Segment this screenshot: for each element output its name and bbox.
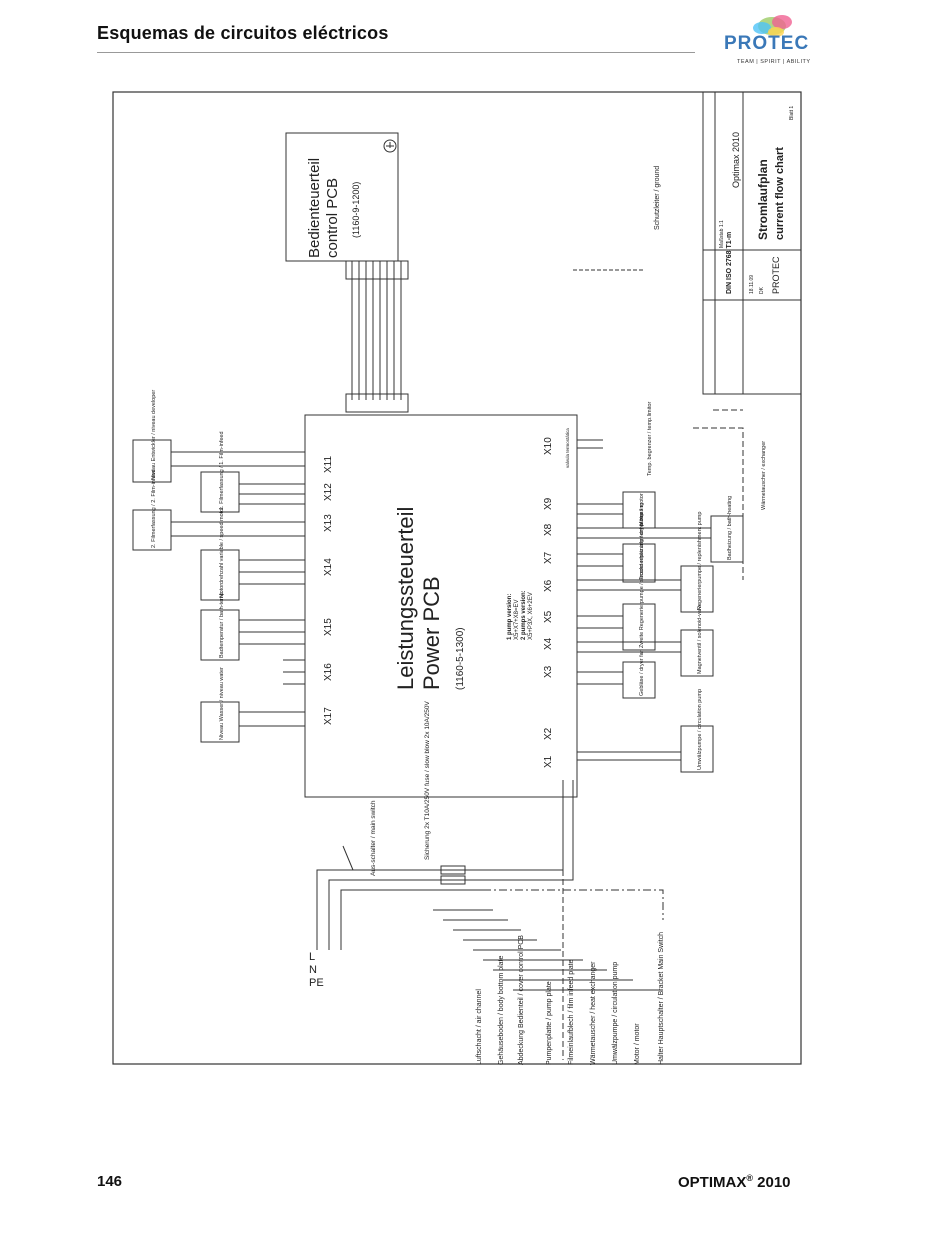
mains-wiring <box>316 780 574 950</box>
power-pcb-title-en: Power PCB <box>419 576 444 690</box>
svg-text:Temp. begrenzer / temp.limitor: Temp. begrenzer / temp.limitor <box>647 402 653 476</box>
control-pcb-part-no: (1160-9-1200) <box>351 182 361 238</box>
svg-text:Badheizung / bath-heating: Badheizung / bath-heating <box>727 496 733 560</box>
connector-x9: X9 <box>543 497 554 510</box>
control-pcb-title-de: Bedienteuerteil <box>306 158 323 258</box>
svg-text:N: N <box>309 964 317 976</box>
connector-x4: X4 <box>543 637 554 650</box>
control-pcb-connector <box>345 260 409 413</box>
drawing-title-en: current flow chart <box>774 147 786 240</box>
power-pcb: Leistungssteuerteil Power PCB (1160-5-13… <box>304 414 578 798</box>
svg-text:Filmeinlaufblech / film infeed: Filmeinlaufblech / film infeed plate <box>568 959 575 1065</box>
svg-text:Luftschacht / air channel: Luftschacht / air channel <box>476 989 483 1065</box>
svg-text:Regenerierpumpe / replenishmen: Regenerierpumpe / replenishment pump <box>697 512 703 610</box>
svg-text:Trocknerheizung / dryer heatin: Trocknerheizung / dryer heating <box>639 503 645 580</box>
svg-text:X5+X7+X8=EV: X5+X7+X8=EV <box>514 599 520 640</box>
connector-x15: X15 <box>323 618 334 636</box>
connector-x6: X6 <box>543 579 554 592</box>
connector-x14: X14 <box>323 558 334 576</box>
power-pcb-title-de: Leistungssteuerteil <box>393 507 418 690</box>
svg-text:Motordrehzahl variable / speed: Motordrehzahl variable / speed motor <box>219 507 225 598</box>
header-divider <box>97 52 695 53</box>
connector-x16: X16 <box>323 663 334 681</box>
svg-text:Badtemperatur / bath-temp.: Badtemperatur / bath-temp. <box>219 590 225 658</box>
svg-text:Abdeckung Bedienteil / cover c: Abdeckung Bedienteil / cover control PCB <box>518 935 525 1065</box>
svg-text:Wärmetauscher / exchanger: Wärmetauscher / exchanger <box>761 441 767 510</box>
date-label: 18.11.09 <box>749 275 755 294</box>
product-label: Optimax 2010 <box>731 132 741 188</box>
control-pcb: Bedienteuerteil control PCB (1160-9-1200… <box>285 132 399 262</box>
svg-text:2. Filmerfassung / 2. Film-inf: 2. Filmerfassung / 2. Film-infeed <box>151 469 157 548</box>
name-label: DK <box>759 286 765 294</box>
svg-text:PE: PE <box>309 977 324 989</box>
svg-text:Motor / motor: Motor / motor <box>634 1023 641 1065</box>
connector-x7: X7 <box>543 551 554 564</box>
circuit-diagram: Bedienteuerteil control PCB (1160-9-1200… <box>112 91 802 1065</box>
pump-version-note: 1 pump version: X5+X7+X8=EV 2 pumps vers… <box>507 590 534 640</box>
connector-x3: X3 <box>543 665 554 678</box>
connectors-top: X11 X12 X13 X14 X15 X16 X17 <box>323 456 334 725</box>
svg-text:Niveau Entwickler / niveau dev: Niveau Entwickler / niveau developer <box>151 390 157 480</box>
scale-label: Maßstab 1:1 <box>719 220 725 248</box>
page-title: Esquemas de circuitos eléctricos <box>97 23 389 43</box>
x10-label: valvula termostática <box>565 428 570 468</box>
svg-text:1 pump version:: 1 pump version: <box>507 594 513 640</box>
drawing-frame <box>112 91 802 1065</box>
svg-text:Pumpenplatte / pump plate: Pumpenplatte / pump plate <box>546 981 553 1065</box>
svg-text:Wärmetauscher / heat exchanger: Wärmetauscher / heat exchanger <box>590 961 597 1065</box>
connector-x11: X11 <box>323 456 334 473</box>
connector-x10: X10 <box>543 437 554 455</box>
svg-text:Halter Hauptschalter / Bracket: Halter Hauptschalter / Bracket Main Swit… <box>658 932 665 1065</box>
svg-text:Umwälzpumpe / circulation pump: Umwälzpumpe / circulation pump <box>612 962 619 1065</box>
svg-text:Gebläse / dryer fan: Gebläse / dryer fan <box>639 649 645 696</box>
svg-text:X5+P3X, X6+2EV: X5+P3X, X6+2EV <box>528 592 534 640</box>
actuator-labels: Umwälzpumpe / circulation pump Gebläse /… <box>639 402 767 770</box>
mains-labels: L N PE <box>309 951 324 989</box>
connector-x1: X1 <box>543 755 554 768</box>
connector-x13: X13 <box>323 514 334 532</box>
svg-text:Magnetventil / solenoid-valve: Magnetventil / solenoid-valve <box>697 603 703 674</box>
svg-text:Umwälzpumpe / circulation pump: Umwälzpumpe / circulation pump <box>697 689 703 770</box>
din-norm: DIN ISO 2768 T1-m <box>726 232 733 294</box>
logo-tagline: TEAM | SPIRIT | ABILITY <box>737 59 811 65</box>
parts-list: Luftschacht / air channel Gehäuseboden /… <box>476 932 665 1065</box>
main-switch-label: Aus-schalter / main switch <box>370 800 377 876</box>
connector-x2: X2 <box>543 727 554 740</box>
power-pcb-part-no: (1160-5-1300) <box>455 627 466 690</box>
control-pcb-title-en: control PCB <box>324 178 341 258</box>
page-number: 146 <box>97 1173 123 1190</box>
ground-label: Schutzleiter / ground <box>654 166 661 230</box>
svg-text:Motor / motor: Motor / motor <box>639 493 645 526</box>
protec-logo <box>753 15 792 37</box>
connector-x12: X12 <box>323 483 334 501</box>
svg-text:L: L <box>309 951 315 963</box>
connector-x17: X17 <box>323 707 334 725</box>
svg-text:Gehäuseboden / body bottom pla: Gehäuseboden / body bottom plate <box>498 956 505 1065</box>
svg-text:2 pumps version:: 2 pumps version: <box>521 590 527 640</box>
footer-model: OPTIMAX® 2010 <box>678 1173 791 1191</box>
title-block: Optimax 2010 Stromlaufplan current flow … <box>702 91 802 395</box>
svg-text:Niveau Wasser / niveau water: Niveau Wasser / niveau water <box>219 667 225 740</box>
logo-wordmark: PROTEC <box>724 33 810 54</box>
drawing-title-de: Stromlaufplan <box>756 159 770 240</box>
connector-x8: X8 <box>543 523 554 536</box>
fuse-label: Sicherung 2x T10A/250V fuse / slow blow … <box>424 700 431 860</box>
connectors-bottom: X1 X2 X3 X4 X5 X6 X7 X8 X9 X10 <box>543 437 554 768</box>
title-block-company: PROTEC <box>771 256 781 294</box>
svg-text:1. Filmerfassung / 1. Film-inf: 1. Filmerfassung / 1. Film-infeed <box>219 431 225 510</box>
connector-x5: X5 <box>543 610 554 623</box>
sensor-boxes <box>132 439 240 743</box>
sensor-labels: Niveau Entwickler / niveau developer 1. … <box>151 390 225 740</box>
sheet-label: Blatt 1 <box>789 106 795 120</box>
